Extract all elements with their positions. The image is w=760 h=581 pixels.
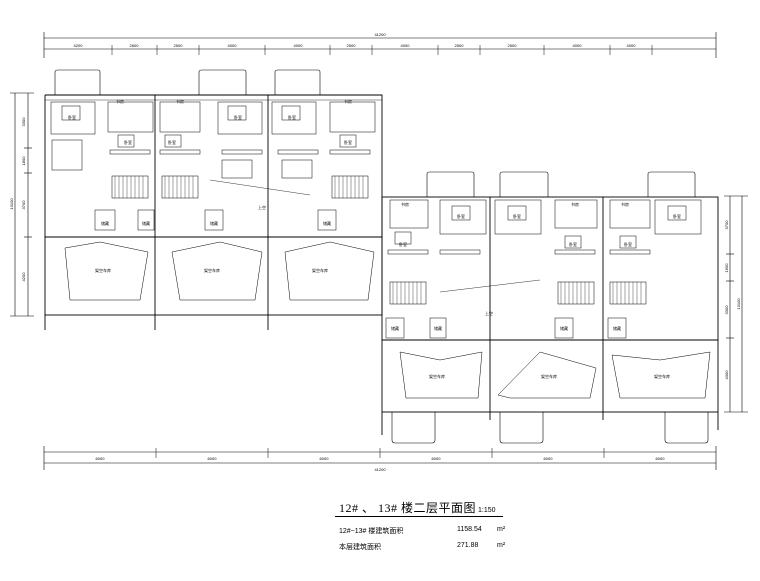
dimension-labels: 41200 4200 2600 2500 4000 4000 2500 4000 2500 250… (9, 32, 741, 472)
dimension-segment-bottom: 6000 (320, 456, 330, 461)
area-value: 271.88 (457, 542, 479, 549)
dimension-total-left: 13100 (9, 198, 14, 210)
room-label-bedroom: 卧室 (624, 241, 632, 247)
dimension-segment-top: 4000 (627, 43, 637, 48)
title-underline (335, 516, 503, 517)
room-label-study: 书房 (344, 98, 352, 104)
dimension-segment-bottom: 6000 (544, 456, 554, 461)
room-label-study: 书房 (401, 201, 409, 207)
room-label-storage: 储藏 (101, 220, 109, 226)
dimension-total-right: 13100 (736, 298, 741, 310)
dimension-segment-top: 2500 (347, 43, 357, 48)
room-label-bedroom: 卧室 (288, 114, 296, 120)
room-label-bedroom: 卧室 (234, 114, 242, 120)
room-label-storage: 储藏 (391, 325, 399, 331)
bottom-dimension-chain (43, 446, 717, 470)
room-label-study: 书房 (621, 201, 629, 207)
dimension-segment-right: 4300 (724, 370, 729, 380)
dimension-segment-right: 3700 (724, 220, 729, 230)
dimension-segment-top: 2500 (455, 43, 465, 48)
dimension-segment-left: 4200 (21, 272, 26, 282)
room-labels: 卧室卧室卧室卧室卧室卧室书房书房书房储藏储藏储藏储藏上空架空车库架空车库架空车库… (68, 98, 681, 379)
room-label-storage: 储藏 (613, 325, 621, 331)
area-label: 本层建筑面积 (339, 544, 381, 551)
room-label-bedroom: 卧室 (68, 114, 76, 120)
room-label-bedroom: 卧室 (457, 213, 465, 219)
room-label-open: 上空 (258, 204, 266, 210)
area-row-floor: 本层建筑面积 271.88 m² (339, 542, 505, 552)
room-label-study: 书房 (116, 98, 124, 104)
drawing-scale: 1:150 (478, 507, 496, 514)
dimension-segment-top: 2500 (508, 43, 518, 48)
room-label-storage: 储藏 (142, 220, 150, 226)
dimension-segment-bottom: 6000 (96, 456, 106, 461)
area-value: 1158.54 (457, 526, 482, 533)
area-row-total: 12#~13# 楼建筑面积 1158.54 m² (339, 526, 505, 536)
dimension-segment-left: 3300 (21, 117, 26, 127)
dimension-segment-top: 4000 (401, 43, 411, 48)
dimension-segment-top: 4000 (573, 43, 583, 48)
left-dimension-chain (10, 92, 34, 317)
left-building (44, 69, 383, 330)
dimension-segment-right: 1600 (724, 263, 729, 273)
room-label-parking: 架空车库 (541, 373, 557, 379)
dimension-total-top: 41200 (374, 32, 386, 37)
room-label-storage: 储藏 (323, 220, 331, 226)
dimension-segment-bottom: 6000 (208, 456, 218, 461)
dimension-segment-right: 3300 (724, 305, 729, 315)
area-label: 12#~13# 楼建筑面积 (339, 528, 404, 535)
right-dimension-chain (724, 195, 748, 413)
dimension-segment-top: 2500 (174, 43, 184, 48)
room-label-study: 书房 (571, 201, 579, 207)
room-label-open: 上空 (485, 310, 493, 316)
room-label-bedroom: 卧室 (513, 213, 521, 219)
room-label-storage: 储藏 (560, 325, 568, 331)
room-label-bedroom: 卧室 (569, 241, 577, 247)
dimension-segment-bottom: 6000 (656, 456, 666, 461)
dimension-segment-top: 4000 (228, 43, 238, 48)
dimension-segment-left: 1800 (21, 156, 26, 166)
room-label-parking: 架空车库 (204, 267, 220, 273)
area-unit: m² (497, 542, 506, 549)
dimension-segment-top: 4000 (294, 43, 304, 48)
room-label-bedroom: 卧室 (344, 139, 352, 145)
area-unit: m² (497, 526, 506, 533)
room-label-bedroom: 卧室 (673, 213, 681, 219)
dimension-segment-top: 4200 (74, 43, 84, 48)
floor-plan-drawing: 41200 4200 2600 2500 4000 4000 2500 4000 2500 250… (9, 32, 748, 472)
room-label-study: 书房 (176, 98, 184, 104)
dimension-total-bottom: 41200 (374, 467, 386, 472)
room-label-parking: 架空车库 (429, 373, 445, 379)
room-label-bedroom: 卧室 (168, 139, 176, 145)
right-building (381, 171, 719, 444)
dimension-segment-top: 2600 (130, 43, 140, 48)
room-label-parking: 架空车库 (312, 267, 328, 273)
dimension-segment-left: 3700 (21, 200, 26, 210)
room-label-parking: 架空车库 (654, 373, 670, 379)
top-dimension-chain (43, 32, 717, 58)
room-label-storage: 储藏 (434, 325, 442, 331)
dimension-segment-bottom: 6000 (432, 456, 442, 461)
room-label-storage: 储藏 (210, 220, 218, 226)
room-label-bedroom: 卧室 (399, 241, 407, 247)
room-label-bedroom: 卧室 (124, 139, 132, 145)
drawing-title: 12# 、 13# 楼二层平面图 (339, 501, 477, 515)
room-label-parking: 架空车库 (95, 267, 111, 273)
